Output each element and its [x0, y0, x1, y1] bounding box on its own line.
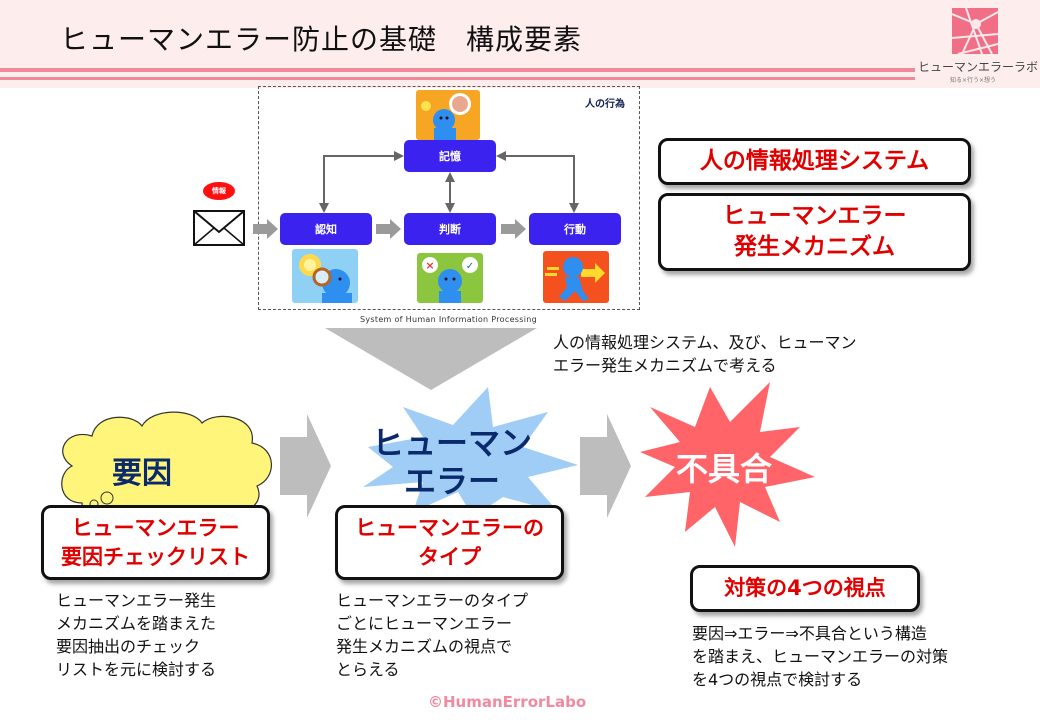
countermeasure-box: 対策の4つの視点: [690, 565, 920, 612]
checklist-line1: ヒューマンエラー: [71, 516, 240, 541]
right-arrow-2: [580, 414, 631, 518]
defect-burst-shape: [640, 382, 815, 547]
node-judgment: 判断: [404, 213, 496, 245]
defect-label: 不具合: [676, 450, 773, 488]
countermeasure-description: 要因⇒エラー⇒不具合という構造 を踏まえ、ヒューマンエラーの対策 を4つの視点で…: [692, 622, 948, 691]
svg-text:✓: ✓: [466, 261, 474, 272]
countermeasure-desc-line: を4つの視点で検討する: [692, 670, 863, 689]
error-type-description: ヒューマンエラーのタイプ ごとにヒューマンエラー 発生メカニズムの視点で とらえ…: [336, 589, 528, 681]
mechanism-box: ヒューマンエラー 発生メカニズム: [658, 193, 971, 271]
header-rule-top: [0, 68, 915, 72]
node-action: 行動: [529, 213, 621, 245]
right-arrow-1: [280, 414, 331, 518]
human-error-label-line1: ヒューマン: [371, 424, 532, 462]
countermeasure-label: 対策の4つの視点: [724, 576, 886, 601]
countermeasure-desc-line: 要因⇒エラー⇒不具合という構造: [692, 624, 927, 643]
logo-name: ヒューマンエラーラボ: [918, 60, 1039, 74]
error-type-desc-line: とらえる: [336, 660, 400, 679]
brain-thinking-person-icon: [416, 90, 480, 140]
header-band: [0, 0, 1040, 88]
checklist-desc-line: ヒューマンエラー発生: [56, 591, 217, 610]
note-line-2: エラー発生メカニズムで考える: [553, 356, 777, 375]
checklist-description: ヒューマンエラー発生 メカニズムを踏まえた 要因抽出のチェック リストを元に検討…: [56, 589, 216, 681]
copyright: ©HumanErrorLabo: [428, 693, 587, 711]
diagram-caption: System of Human Information Processing: [360, 315, 537, 324]
human-error-label-line2: エラー: [403, 462, 500, 500]
cause-label: 要因: [112, 456, 172, 491]
error-type-desc-line: ヒューマンエラーのタイプ: [336, 591, 529, 610]
human-action-frame: [258, 86, 640, 310]
envelope-icon: [193, 210, 245, 250]
info-system-box: 人の情報処理システム: [658, 138, 971, 185]
memory-links: [319, 151, 579, 213]
svg-text:×: ×: [425, 259, 434, 272]
human-error-label: ヒューマン エラー: [362, 424, 542, 500]
error-type-line2: タイプ: [418, 544, 481, 569]
checklist-desc-line: メカニズムを踏まえた: [56, 614, 217, 633]
down-arrow-shape: [325, 328, 537, 390]
countermeasure-desc-line: を踏まえ、ヒューマンエラーの対策: [692, 647, 949, 666]
node-recognition: 認知: [280, 213, 372, 245]
human-error-burst-shape: [363, 387, 578, 517]
error-type-desc-line: 発生メカニズムの視点で: [336, 637, 513, 656]
checklist-desc-line: リストを元に検討する: [56, 660, 217, 679]
mechanism-line1: ヒューマンエラー: [722, 202, 907, 229]
running-person-icon: [543, 251, 609, 303]
node-memory: 記憶: [404, 140, 496, 172]
error-type-box: ヒューマンエラーの タイプ: [335, 505, 564, 580]
note-text: 人の情報処理システム、及び、ヒューマン エラー発生メカニズムで考える: [553, 331, 857, 377]
cross-check-person-icon: × ✓: [417, 253, 483, 303]
page-title: ヒューマンエラー防止の基礎 構成要素: [60, 23, 583, 56]
note-line-1: 人の情報処理システム、及び、ヒューマン: [553, 333, 857, 352]
frame-label: 人の行為: [585, 99, 625, 110]
error-type-line1: ヒューマンエラーの: [355, 516, 544, 541]
info-badge: 情報: [203, 182, 235, 200]
network-node-icon: [952, 8, 998, 54]
checklist-line2: 要因チェックリスト: [61, 544, 250, 569]
mechanism-line2: 発生メカニズム: [734, 234, 895, 260]
error-type-desc-line: ごとにヒューマンエラー: [336, 614, 513, 633]
checklist-box: ヒューマンエラー 要因チェックリスト: [41, 505, 270, 580]
header-rule-bottom: [0, 77, 915, 80]
checklist-desc-line: 要因抽出のチェック: [56, 637, 201, 656]
flow-arrows: [253, 219, 526, 239]
magnifier-person-icon: [292, 249, 358, 303]
info-system-label: 人の情報処理システム: [699, 147, 930, 174]
logo-tagline: 知る×行う×想う: [950, 77, 997, 84]
